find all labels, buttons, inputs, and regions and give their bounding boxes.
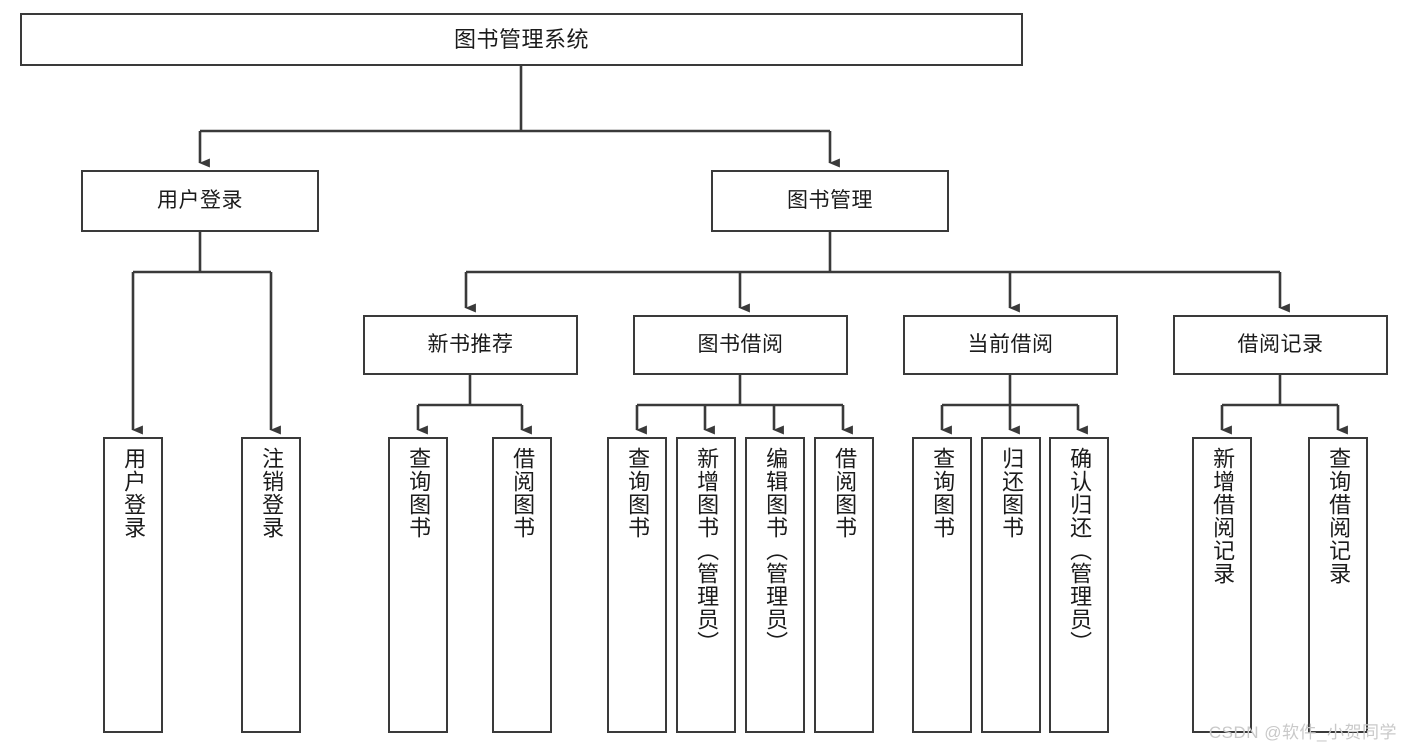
node-book-manage-label: 图书管理 bbox=[787, 188, 873, 212]
leaf-query-book-3-label: 查询图书 bbox=[930, 447, 956, 539]
leaf-query-record-label: 查询借阅记录 bbox=[1326, 447, 1352, 585]
leaf-add-record-label: 新增借阅记录 bbox=[1210, 447, 1236, 585]
leaf-user-logout-label: 注销登录 bbox=[259, 447, 285, 539]
node-new-book-rec[interactable]: 新书推荐 bbox=[363, 315, 578, 375]
leaf-return-book[interactable]: 归还图书 bbox=[981, 437, 1041, 733]
leaf-query-book-1[interactable]: 查询图书 bbox=[388, 437, 448, 733]
node-new-book-rec-label: 新书推荐 bbox=[427, 332, 514, 356]
leaf-user-logout[interactable]: 注销登录 bbox=[241, 437, 301, 733]
node-root[interactable]: 图书管理系统 bbox=[20, 13, 1023, 66]
leaf-query-book-2-label: 查询图书 bbox=[625, 447, 651, 539]
leaf-query-record[interactable]: 查询借阅记录 bbox=[1308, 437, 1368, 733]
leaf-query-book-3[interactable]: 查询图书 bbox=[912, 437, 972, 733]
leaf-return-book-label: 归还图书 bbox=[999, 447, 1025, 539]
node-user-login[interactable]: 用户登录 bbox=[81, 170, 319, 232]
leaf-add-book-label: 新增图书（管理员） bbox=[694, 447, 720, 654]
leaf-borrow-book-1-label: 借阅图书 bbox=[510, 447, 536, 539]
leaf-confirm-return[interactable]: 确认归还（管理员） bbox=[1049, 437, 1109, 733]
leaf-query-book-1-label: 查询图书 bbox=[406, 447, 432, 539]
node-book-manage[interactable]: 图书管理 bbox=[711, 170, 949, 232]
leaf-user-login-label: 用户登录 bbox=[121, 447, 147, 539]
node-user-login-label: 用户登录 bbox=[157, 188, 243, 212]
node-current-borrow-label: 当前借阅 bbox=[967, 332, 1054, 356]
leaf-edit-book[interactable]: 编辑图书（管理员） bbox=[745, 437, 805, 733]
leaf-add-record[interactable]: 新增借阅记录 bbox=[1192, 437, 1252, 733]
node-current-borrow[interactable]: 当前借阅 bbox=[903, 315, 1118, 375]
leaf-borrow-book-2-label: 借阅图书 bbox=[832, 447, 858, 539]
leaf-confirm-return-label: 确认归还（管理员） bbox=[1067, 447, 1093, 654]
node-borrow-record[interactable]: 借阅记录 bbox=[1173, 315, 1388, 375]
leaf-borrow-book-2[interactable]: 借阅图书 bbox=[814, 437, 874, 733]
node-borrow-record-label: 借阅记录 bbox=[1237, 332, 1324, 356]
leaf-user-login[interactable]: 用户登录 bbox=[103, 437, 163, 733]
node-book-borrow[interactable]: 图书借阅 bbox=[633, 315, 848, 375]
leaf-add-book[interactable]: 新增图书（管理员） bbox=[676, 437, 736, 733]
node-book-borrow-label: 图书借阅 bbox=[697, 332, 784, 356]
leaf-edit-book-label: 编辑图书（管理员） bbox=[763, 447, 789, 654]
leaf-query-book-2[interactable]: 查询图书 bbox=[607, 437, 667, 733]
csdn-watermark: CSDN @软件_小贺同学 bbox=[1208, 723, 1397, 742]
node-root-label: 图书管理系统 bbox=[453, 26, 589, 52]
leaf-borrow-book-1[interactable]: 借阅图书 bbox=[492, 437, 552, 733]
